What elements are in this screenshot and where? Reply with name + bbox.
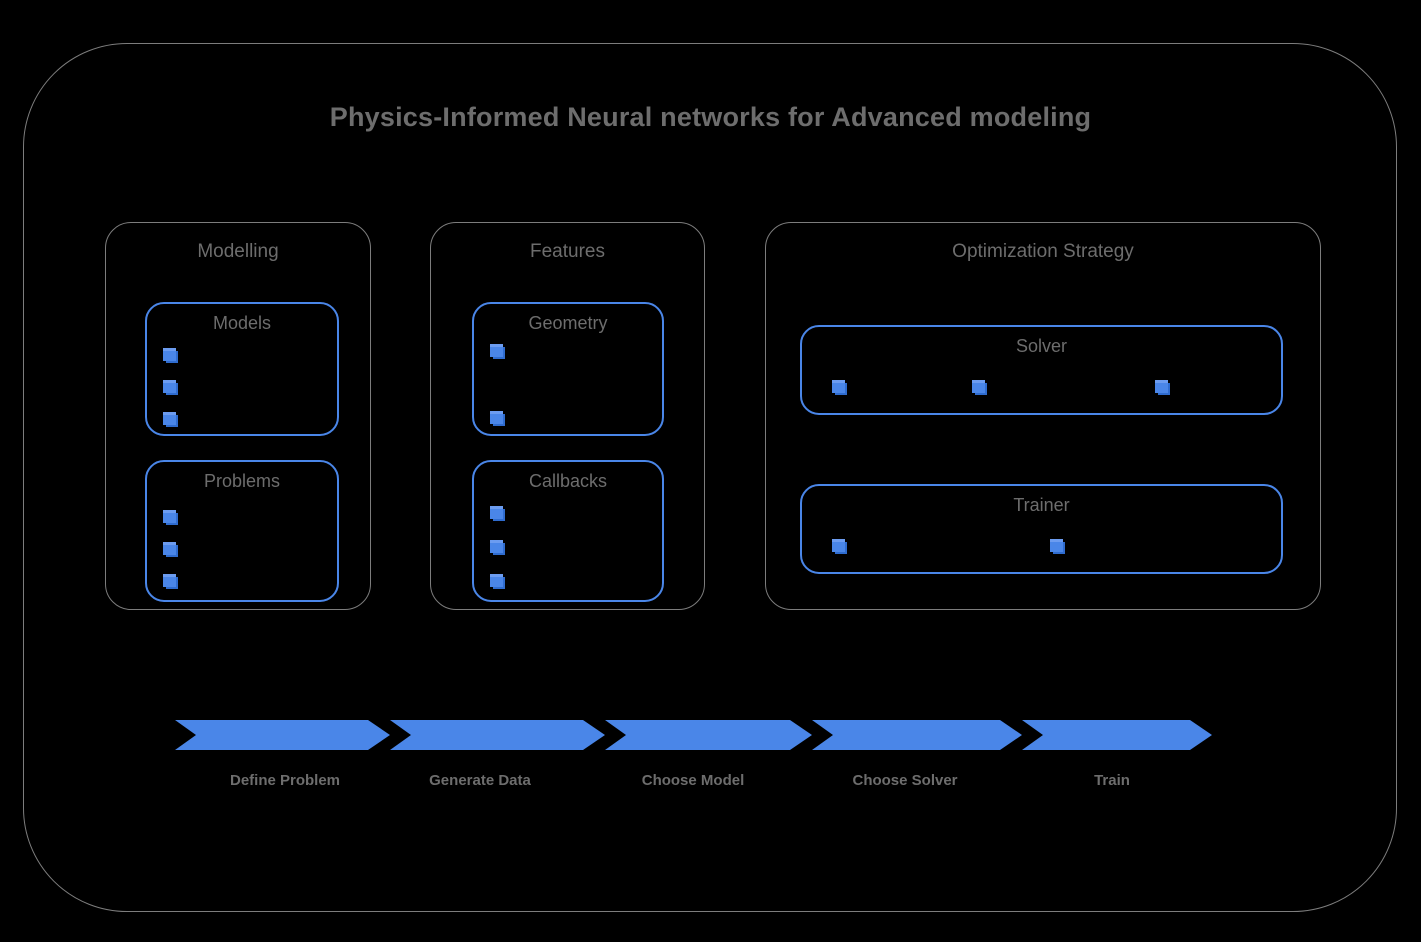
subbox-callbacks[interactable]: Callbacks: [472, 460, 664, 602]
group-features: Features: [430, 222, 705, 610]
bullet-marker: [1155, 380, 1168, 393]
bullet-marker: [163, 542, 176, 555]
subbox-title-callbacks: Callbacks: [528, 471, 608, 491]
group-title-optimization-strategy: Optimization Strategy: [952, 241, 1134, 262]
bullet-marker: [490, 574, 503, 587]
bullet-marker: [490, 506, 503, 519]
pipeline-label-1: Define Problem: [229, 772, 341, 789]
subbox-title-problems: Problems: [203, 471, 281, 491]
pipeline-label-2: Generate Data: [429, 772, 531, 789]
bullet-marker: [490, 540, 503, 553]
subbox-title-trainer: Trainer: [1013, 495, 1070, 515]
subbox-models[interactable]: Models: [145, 302, 339, 436]
subbox-problems[interactable]: Problems: [145, 460, 339, 602]
group-modelling: Modelling: [105, 222, 371, 610]
page-title: Physics-Informed Neural networks for Adv…: [329, 102, 1092, 132]
pipeline-label-4: Choose Solver: [852, 772, 958, 789]
bullet-marker: [163, 412, 176, 425]
group-title-features: Features: [530, 241, 605, 262]
outer-frame: [23, 43, 1397, 912]
subbox-title-geometry: Geometry: [528, 313, 608, 333]
bullet-marker: [972, 380, 985, 393]
bullet-marker: [1050, 539, 1063, 552]
bullet-marker: [163, 348, 176, 361]
subbox-title-models: Models: [212, 313, 272, 333]
bullet-marker: [490, 411, 503, 424]
subbox-geometry[interactable]: Geometry: [472, 302, 664, 436]
bullet-marker: [832, 539, 845, 552]
group-optimization-strategy: Optimization Strategy: [765, 222, 1321, 610]
subbox-solver[interactable]: Solver: [800, 325, 1283, 415]
pipeline-label-3: Choose Model: [641, 772, 745, 789]
pipeline-label-5: Train: [1094, 772, 1130, 789]
subbox-title-solver: Solver: [1015, 336, 1068, 356]
bullet-marker: [832, 380, 845, 393]
subbox-trainer[interactable]: Trainer: [800, 484, 1283, 574]
bullet-marker: [163, 574, 176, 587]
bullet-marker: [163, 510, 176, 523]
bullet-marker: [490, 344, 503, 357]
bullet-marker: [163, 380, 176, 393]
group-title-modelling: Modelling: [197, 241, 279, 262]
